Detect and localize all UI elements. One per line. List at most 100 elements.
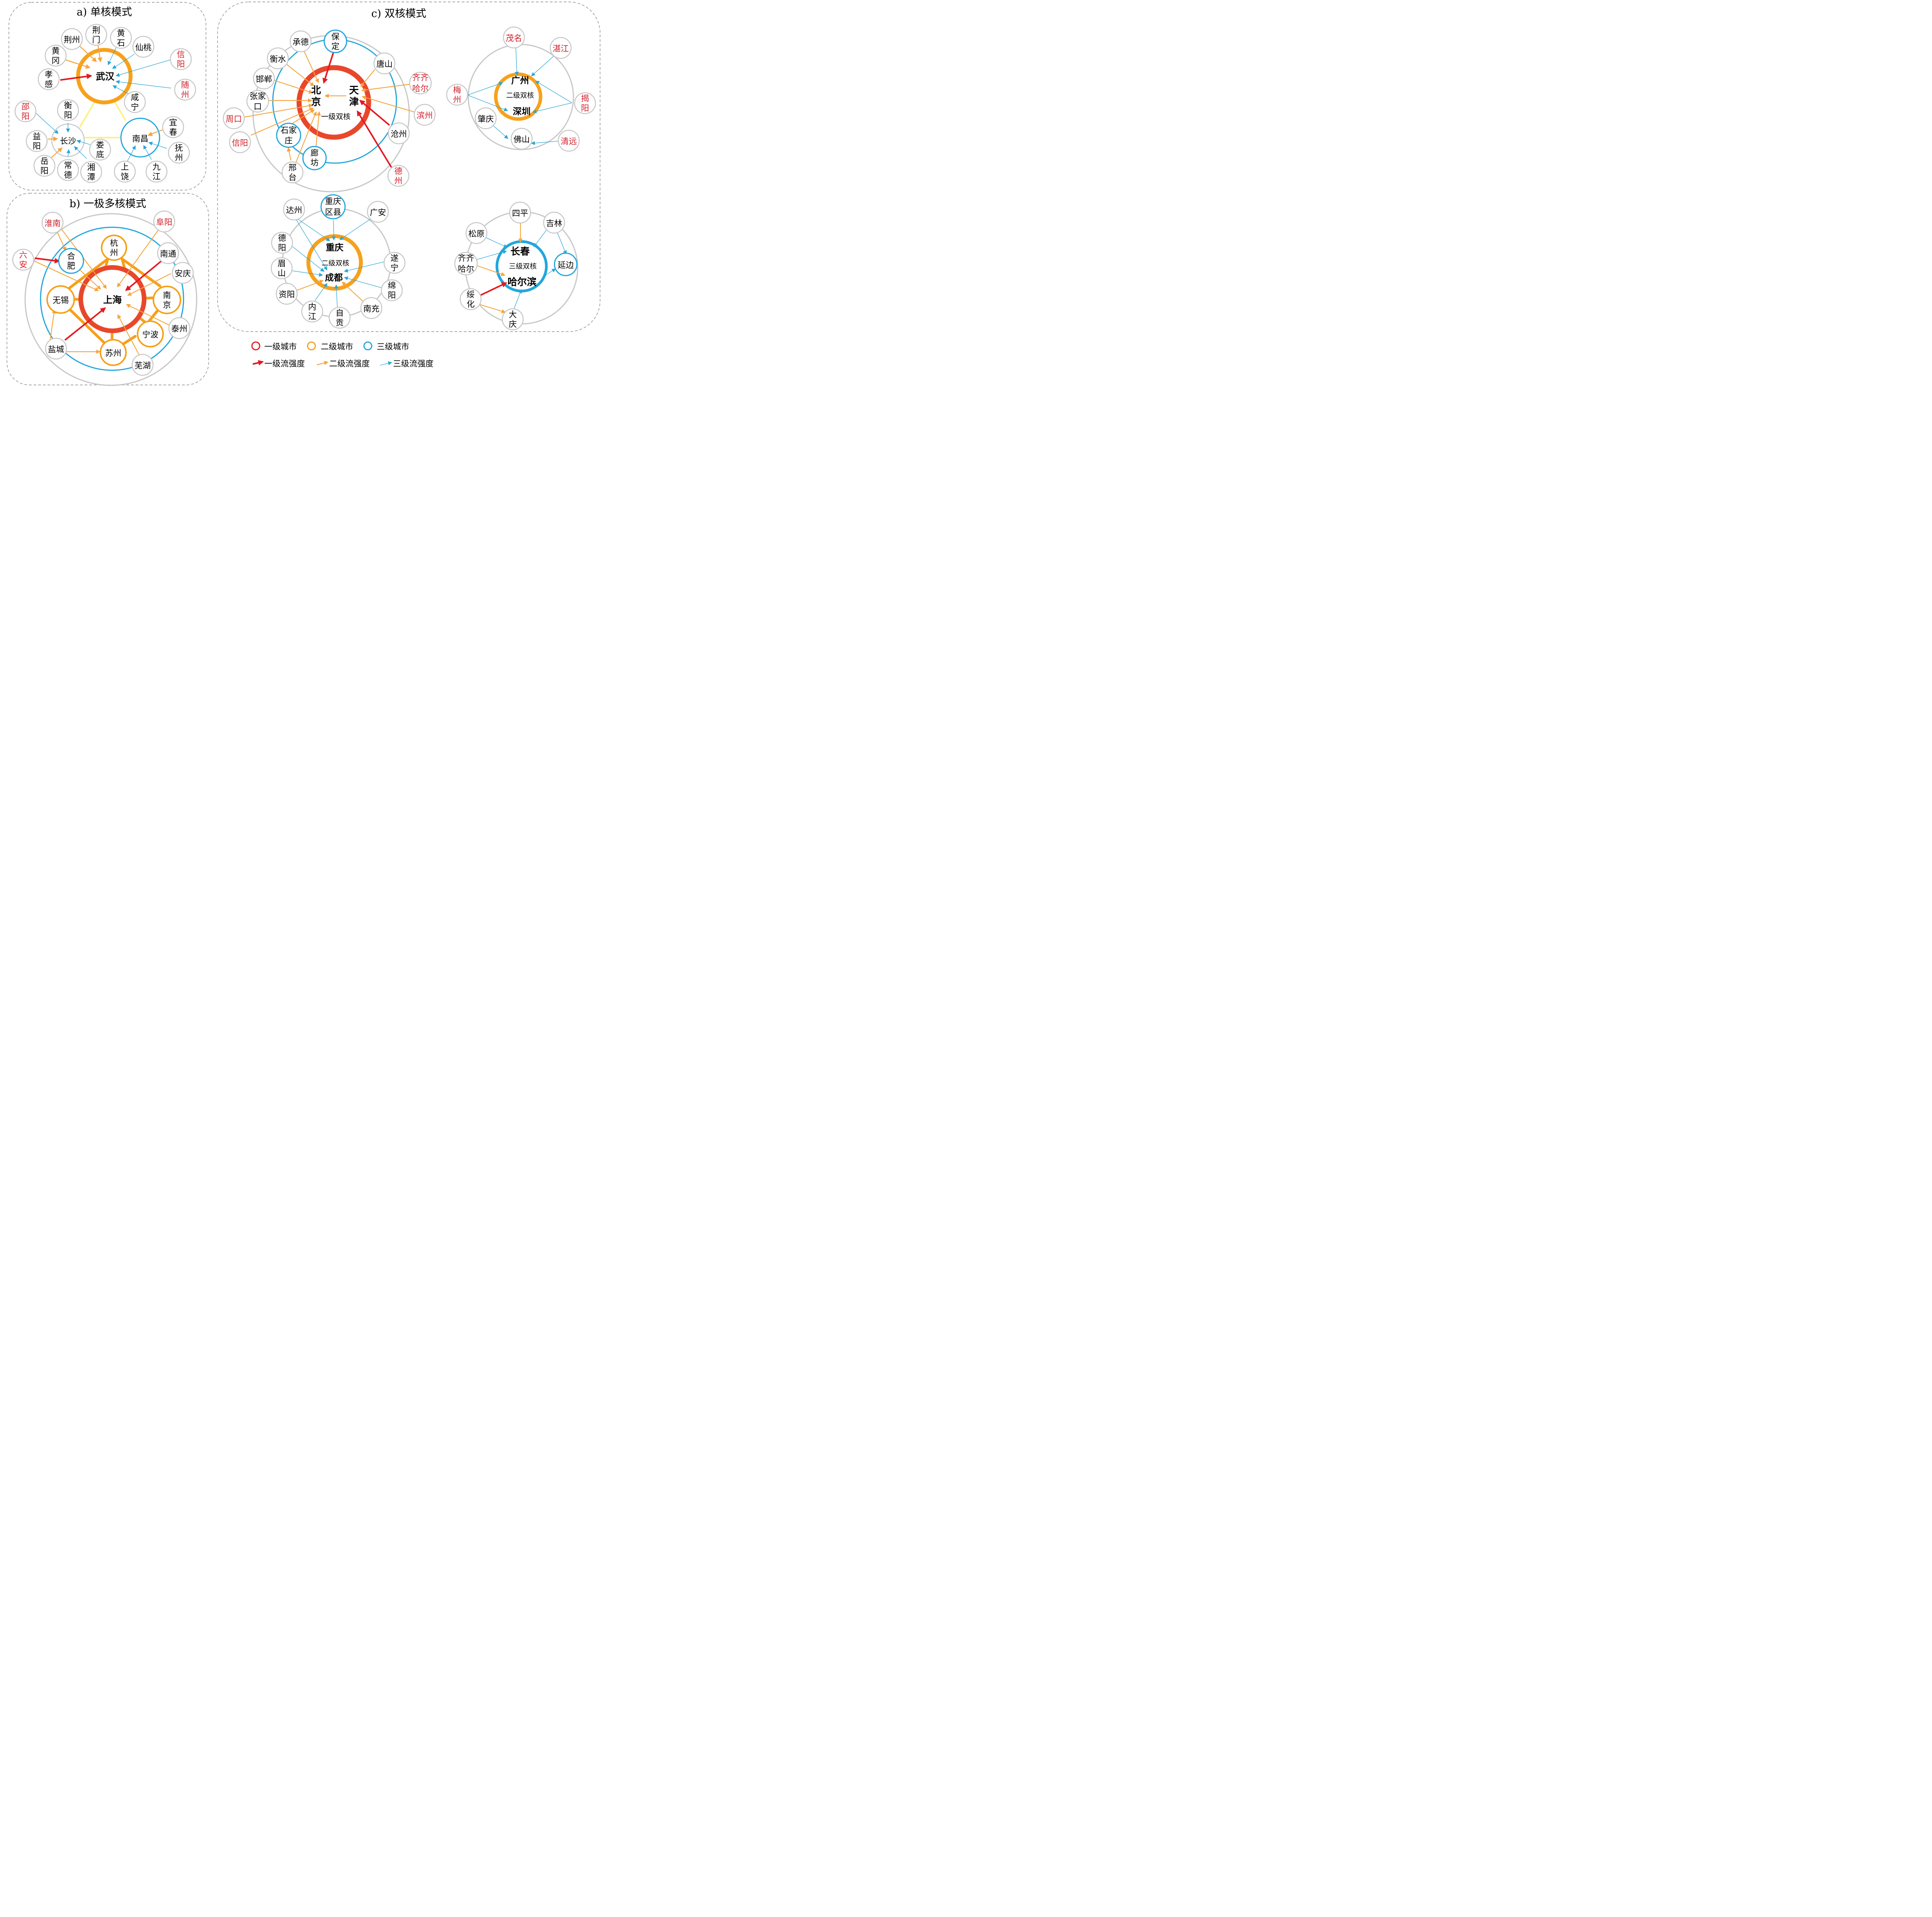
flow-chengde-beijing <box>303 49 319 83</box>
flow-hengshui-beijing <box>286 63 315 87</box>
svg-text:南通: 南通 <box>160 249 176 259</box>
legend-flow3: 三级流强度 <box>393 359 434 368</box>
node-fuzhou: 抚州 <box>168 141 190 164</box>
flow-zigong-chengdu <box>334 284 338 307</box>
flow-qiqihar-tianjin <box>361 83 410 92</box>
node-mianyang: 绵阳 <box>381 279 403 301</box>
svg-text:盐城: 盐城 <box>48 345 64 354</box>
node-siping: 四平 <box>509 201 531 224</box>
svg-text:绥化: 绥化 <box>467 290 475 309</box>
flow-shaoyang-changsha <box>34 112 59 134</box>
node-tangshan: 唐山 <box>373 52 396 75</box>
outer-ring-b <box>24 213 197 386</box>
node-handan: 邯郸 <box>253 67 275 90</box>
svg-text:六安: 六安 <box>19 250 27 269</box>
svg-text:石家: 石家 <box>281 126 297 135</box>
flow-shijiazhuang-beijing <box>292 109 315 124</box>
svg-text:德阳: 德阳 <box>278 233 286 252</box>
label-chongqing: 重庆 <box>326 242 344 253</box>
flow-jingmen-wuhan <box>97 43 102 63</box>
svg-text:孝感: 孝感 <box>45 70 53 89</box>
flow-fuzhou-nanchang <box>148 141 167 149</box>
legend-city3: 三级城市 <box>377 342 409 351</box>
svg-text:重庆: 重庆 <box>325 197 341 206</box>
node-loudi: 娄底 <box>89 138 111 161</box>
flow-xianning-wuhan <box>112 85 129 94</box>
flow-meishan-chengdu <box>290 270 323 277</box>
node-suzhou: 苏州 <box>100 339 127 366</box>
node-jingzhou: 荆州 <box>61 28 83 50</box>
core-bjt <box>296 65 371 140</box>
label-core2-cy: 二级双核 <box>321 259 349 267</box>
city-network-diagram: a) 单核模式 b) 一极多核模式 c) 双核模式 武汉 <box>7 2 600 386</box>
legend-marker-city2 <box>307 341 316 351</box>
svg-text:松原: 松原 <box>468 229 485 238</box>
svg-text:南充: 南充 <box>363 304 379 313</box>
flow-binzhou-tianjin <box>361 95 415 113</box>
flow-wuhu-shanghai <box>117 314 139 355</box>
node-shijiazhuang: 石家庄 <box>276 123 301 148</box>
node-zigong: 自贡 <box>328 306 351 329</box>
svg-text:肇庆: 肇庆 <box>478 114 494 124</box>
label-wuhan: 武汉 <box>96 71 115 82</box>
node-nantong: 南通 <box>157 242 179 264</box>
svg-text:大庆: 大庆 <box>509 310 517 329</box>
svg-text:遂宁: 遂宁 <box>391 254 399 272</box>
label-tianjin: 天津 <box>349 85 359 107</box>
flow-harbin-yanbian <box>545 268 556 276</box>
flow-zhaoqing-foshan <box>492 124 509 139</box>
node-jiujiang: 九江 <box>145 160 168 183</box>
svg-text:娄底: 娄底 <box>96 140 104 159</box>
node-meishan: 眉山 <box>270 257 293 279</box>
svg-text:衡阳: 衡阳 <box>64 101 72 120</box>
flow-luan-hefei <box>34 257 60 264</box>
flow-qiqihar-changchun <box>476 250 507 260</box>
svg-text:宁波: 宁波 <box>142 330 158 339</box>
flow-xiaogan-wuhan <box>60 73 92 81</box>
label-chengdu: 成都 <box>325 272 343 283</box>
svg-text:自贡: 自贡 <box>336 308 344 327</box>
flow-xingtai-shijiazhuang <box>287 147 292 161</box>
svg-text:邢台: 邢台 <box>289 163 297 182</box>
node-maoming: 茂名 <box>503 26 525 49</box>
node-huangshi: 黄石 <box>110 27 132 49</box>
flow-cqcounty-chongqing <box>332 220 336 241</box>
svg-text:承德: 承德 <box>293 37 309 47</box>
node-xiantao: 仙桃 <box>132 36 155 58</box>
flow-suining-chengdu <box>344 261 387 273</box>
flow-xinyang-wuhan <box>116 60 170 77</box>
panel-a-title: a) 单核模式 <box>77 6 132 18</box>
flow-xinyang-beijing <box>250 107 314 136</box>
node-yiyang: 益阳 <box>26 130 48 152</box>
svg-text:邵阳: 邵阳 <box>22 102 30 121</box>
flow-xingtai-beijing <box>295 111 317 163</box>
svg-text:梅州: 梅州 <box>453 85 461 104</box>
flow-suizhou-wuhan <box>115 80 172 89</box>
svg-text:茂名: 茂名 <box>506 34 522 43</box>
flow-zhoukou-beijing <box>244 104 313 118</box>
flow-dazhou-chengdu <box>294 216 328 271</box>
svg-text:廊坊: 廊坊 <box>311 148 319 167</box>
node-meizhou: 梅州 <box>446 83 468 106</box>
legend-flow2: 二级流强度 <box>329 359 370 368</box>
node-yanbian: 延边 <box>554 252 578 276</box>
flow-guangan-chongqing <box>339 219 371 240</box>
flow-changde-changsha <box>66 149 71 157</box>
label-changsha: 长沙 <box>60 136 76 146</box>
legend-marker-city3 <box>363 341 372 351</box>
flow-qingyuan-foshan <box>531 141 559 145</box>
panel-c-title: c) 双核模式 <box>371 8 426 20</box>
svg-text:清远: 清远 <box>561 137 577 146</box>
svg-text:荆门: 荆门 <box>92 26 100 44</box>
flow-zhanjiang-guangzhou <box>531 56 554 77</box>
svg-text:眉山: 眉山 <box>278 259 286 278</box>
svg-text:芜湖: 芜湖 <box>134 361 151 370</box>
label-core2-gd: 二级双核 <box>506 92 534 100</box>
node-hengshui: 衡水 <box>267 47 289 70</box>
node-jilin: 吉林 <box>543 211 565 234</box>
svg-text:岳阳: 岳阳 <box>41 157 49 175</box>
